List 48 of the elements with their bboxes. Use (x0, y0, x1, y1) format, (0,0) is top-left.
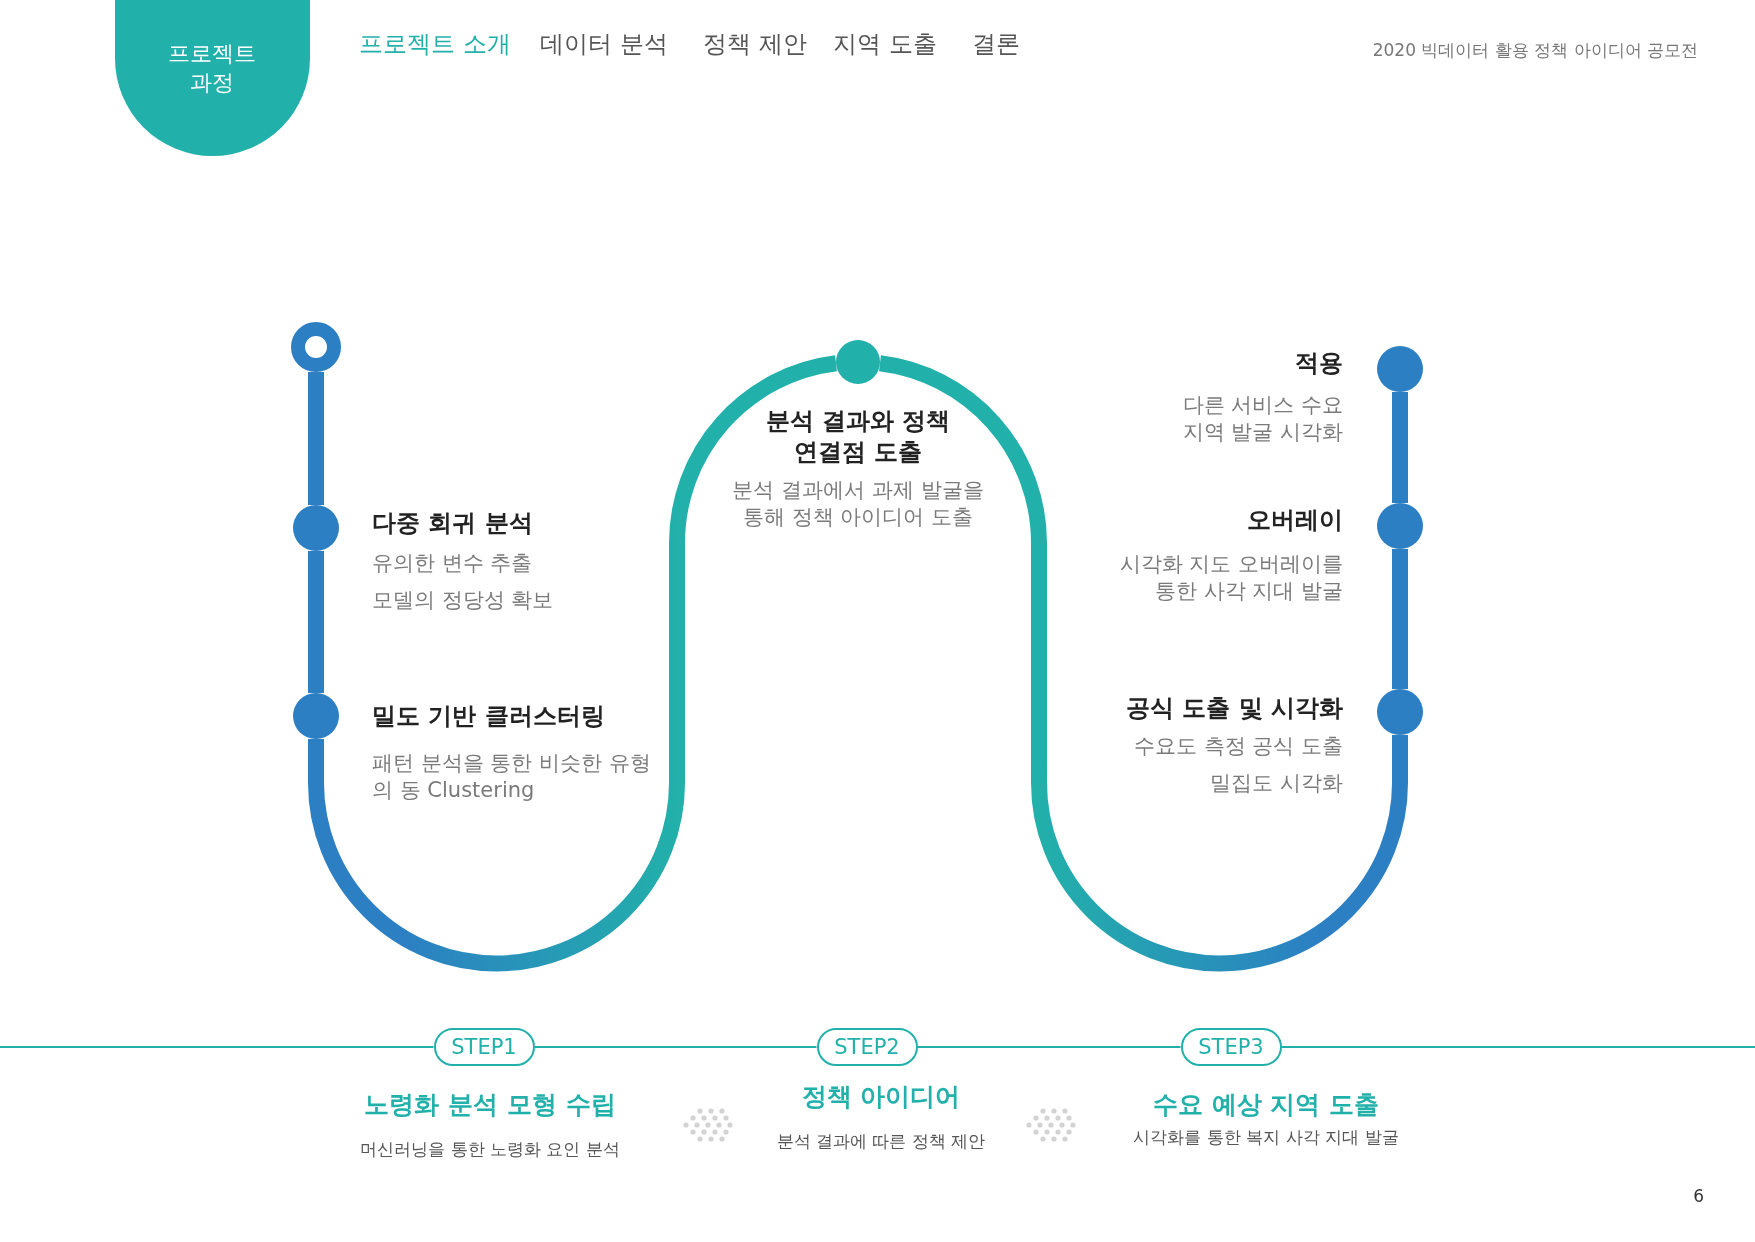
path-line (308, 372, 324, 505)
milestone-dot (1377, 503, 1423, 549)
nav-link: 정책 제안 (703, 29, 807, 61)
milestone-description: 다른 서비스 수요 지역 발굴 시각화 (1181, 391, 1343, 446)
path-line (308, 355, 838, 972)
step-badge: STEP3 (1180, 1028, 1282, 1066)
timeline-line (1280, 1046, 1755, 1048)
milestone-title: 공식 도출 및 시각화 (1125, 693, 1343, 725)
header-text: 2020 빅데이터 활용 정책 아이디어 공모전 (1372, 38, 1698, 62)
step-description: 머신러닝을 통한 노령화 요인 분석 (360, 1137, 620, 1161)
milestone-description: 시각화 지도 오버레이를 통한 사각 지대 발굴 (1118, 550, 1343, 605)
milestone-dot (293, 693, 339, 739)
milestone-description: 모델의 정당성 확보 (372, 587, 554, 615)
milestone-dot (1377, 346, 1423, 392)
path-line (1392, 392, 1408, 503)
timeline-line (0, 1046, 435, 1048)
step-title: 수요 예상 지역 도출 (1152, 1088, 1380, 1121)
milestone-dot (836, 340, 880, 384)
milestone-dot (293, 505, 339, 551)
step-description: 분석 결과에 따른 정책 제안 (776, 1129, 986, 1153)
section-tab: 프로젝트 과정 (114, 0, 310, 156)
timeline-line (533, 1046, 818, 1048)
path-line (878, 355, 1408, 972)
step-badge: STEP1 (433, 1028, 535, 1066)
path-line (1392, 549, 1408, 689)
step-title: 노령화 분석 모형 수립 (364, 1088, 616, 1121)
nav-link: 프로젝트 소개 (359, 29, 511, 61)
milestone-title: 오버레이 (1247, 505, 1343, 537)
page-number: 6 (1693, 1184, 1704, 1208)
milestone-title: 분석 결과와 정책 연결점 도출 (764, 405, 952, 468)
step-title: 정책 아이디어 (801, 1080, 961, 1113)
milestone-title: 적용 (1295, 348, 1343, 380)
timeline-line (916, 1046, 1182, 1048)
step-description: 시각화를 통한 복지 사각 지대 발굴 (1133, 1125, 1399, 1149)
milestone-title: 밀도 기반 클러스터링 (372, 701, 605, 733)
milestone-description: 수요도 측정 공식 도출 (1133, 733, 1343, 761)
milestone-description: 분석 결과에서 과제 발굴을 통해 정책 아이디어 도출 (731, 476, 985, 531)
milestone-description: 밀집도 시각화 (1210, 770, 1343, 798)
milestone-description: 패턴 분석을 통한 비슷한 유형의 동 Clustering (372, 749, 652, 804)
milestone-title: 다중 회귀 분석 (372, 508, 533, 540)
nav-link: 지역 도출 (833, 29, 937, 61)
milestone-dot (1377, 689, 1423, 735)
step-badge: STEP2 (816, 1028, 918, 1066)
nav-link: 데이터 분석 (540, 29, 668, 61)
path-line (308, 551, 324, 693)
nav-link: 결론 (972, 29, 1020, 61)
milestone-description: 유의한 변수 추출 (372, 550, 533, 578)
start-ring (291, 322, 341, 372)
